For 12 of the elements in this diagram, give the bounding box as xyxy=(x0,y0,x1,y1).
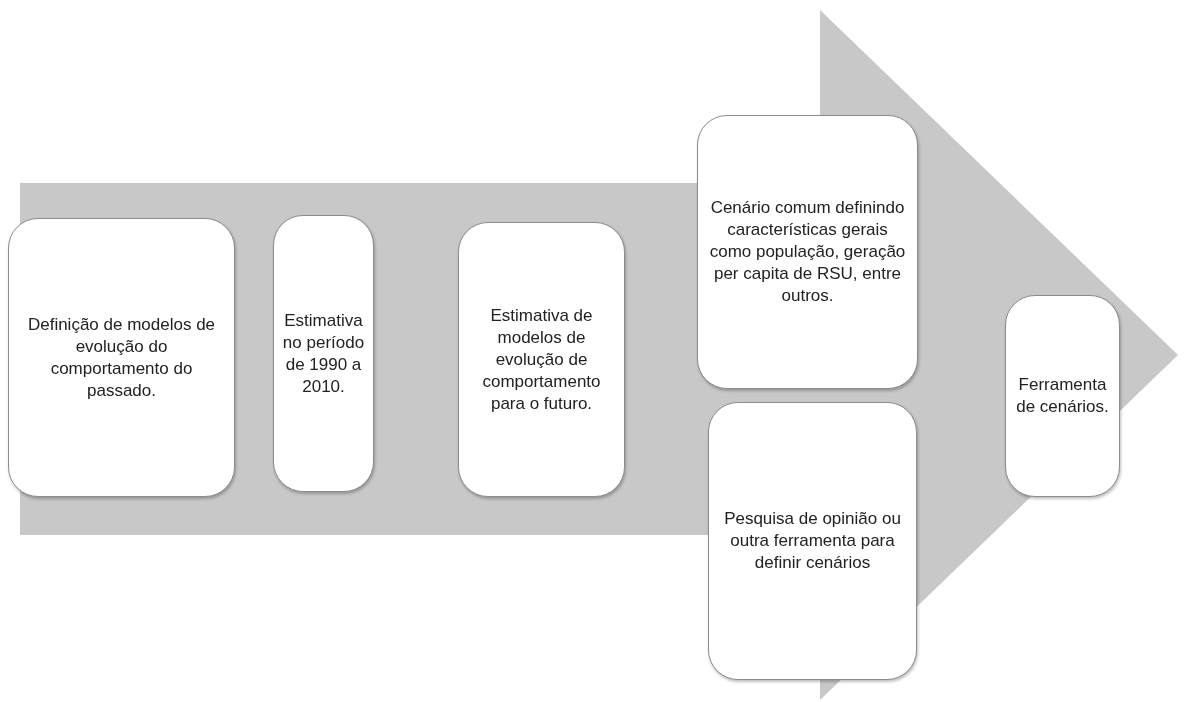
process-box xyxy=(1005,295,1120,497)
process-box xyxy=(273,215,374,492)
step-text: Pesquisa de opinião ou outra ferramenta para definir cenários xyxy=(723,508,902,574)
step-text: Estimativa no período de 1990 a 2010. xyxy=(282,309,365,398)
process-box xyxy=(708,402,917,680)
step-text: Definição de modelos de evolução do comportamento do passado. xyxy=(26,313,217,402)
step-text: Estimativa de modelos de evolução de comportamento para o futuro. xyxy=(481,304,602,415)
step-text: Ferramenta de cenários. xyxy=(1015,374,1110,418)
step-text: Cenário comum definindo características gerais como população, geração per capita de RSU, entre outros. xyxy=(708,197,907,307)
process-box xyxy=(697,115,918,389)
process-box xyxy=(458,222,625,497)
process-box xyxy=(8,218,235,497)
